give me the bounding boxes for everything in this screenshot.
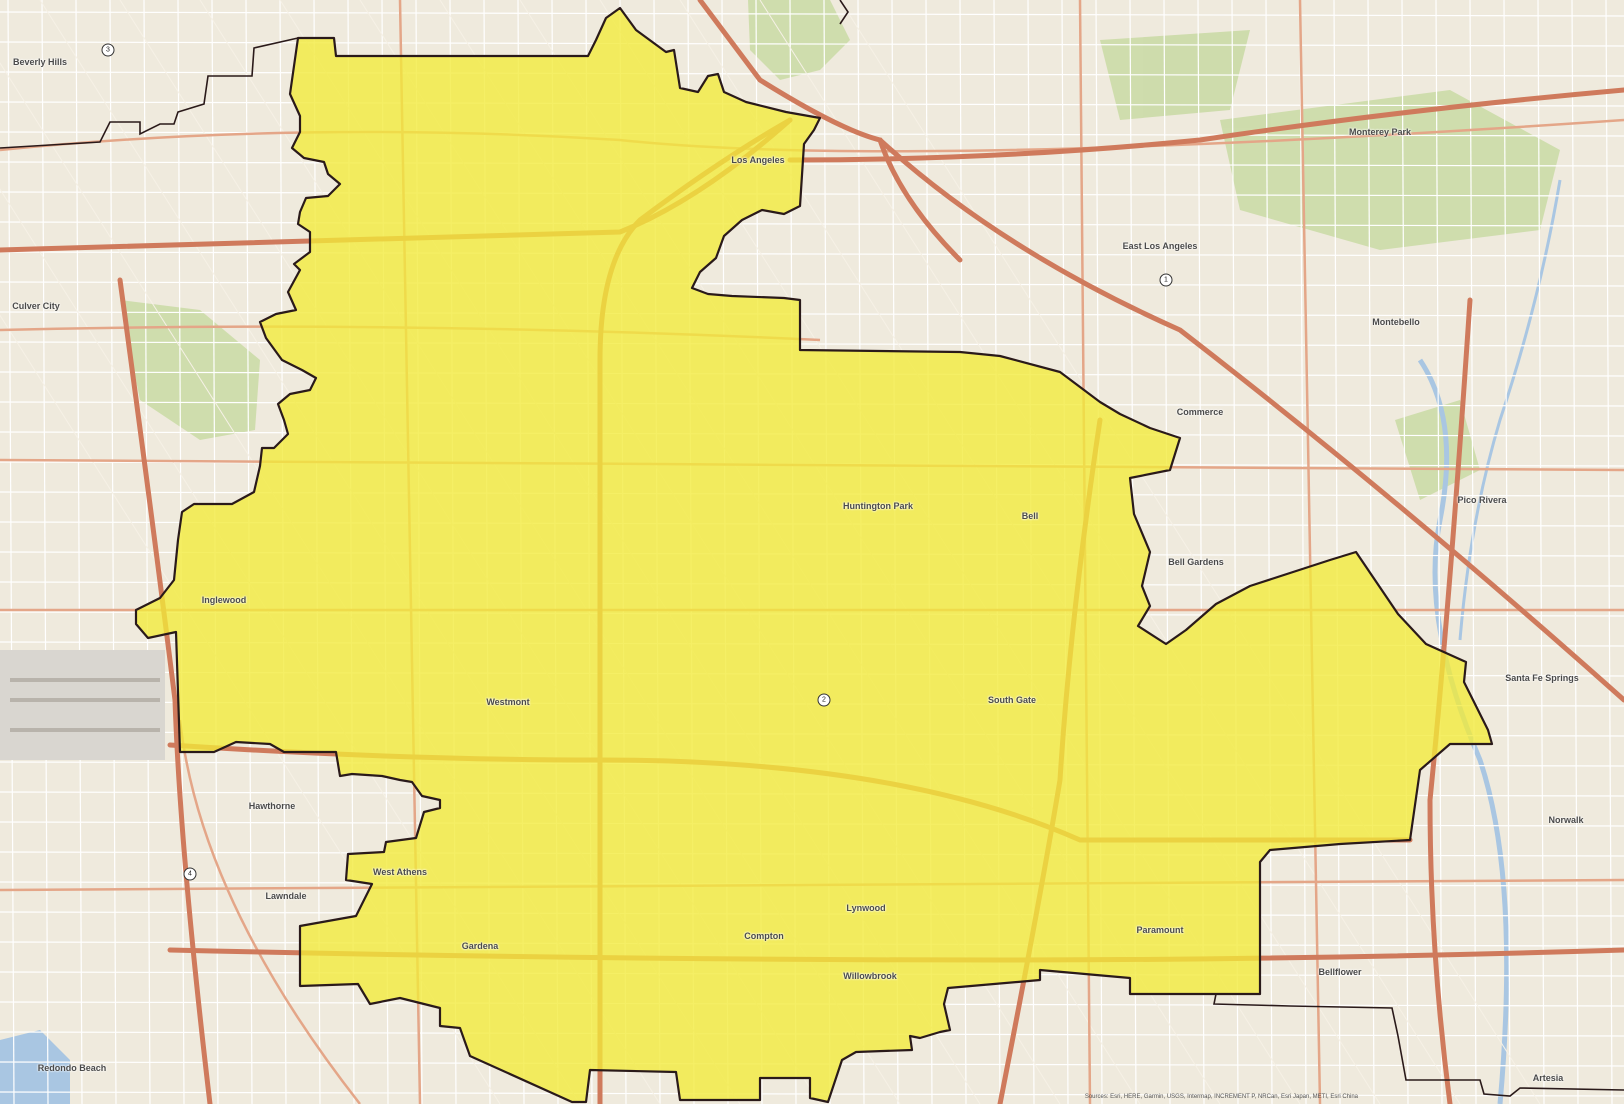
airport-lax — [0, 650, 165, 760]
place-label-huntington-park: Huntington Park — [843, 501, 913, 511]
place-label-pico-rivera: Pico Rivera — [1457, 495, 1507, 505]
freeway-101 — [697, 0, 963, 263]
street-line — [0, 11, 1624, 17]
street-line — [1605, 0, 1613, 1104]
freeway-605 — [1427, 297, 1473, 1104]
place-label-south-gate: South Gate — [987, 695, 1037, 705]
place-label-inglewood: Inglewood — [201, 595, 247, 605]
place-label-redondo-beach: Redondo Beach — [37, 1063, 107, 1073]
place-label-montebello: Montebello — [1372, 317, 1420, 327]
street-line — [0, 221, 1624, 227]
place-label-willowbrook: Willowbrook — [843, 971, 897, 981]
place-label-bell: Bell — [1021, 511, 1039, 521]
diagonal-street — [839, 0, 1541, 1104]
place-label-paramount: Paramount — [1136, 925, 1184, 935]
street-line — [1571, 0, 1579, 1104]
place-label-westmont: Westmont — [486, 697, 530, 707]
place-label-hawthorne: Hawthorne — [248, 801, 296, 811]
place-label-west-athens: West Athens — [372, 867, 428, 877]
district-marker-3[interactable]: 3 — [101, 43, 115, 57]
street-line — [0, 251, 1624, 257]
street-line — [1367, 0, 1375, 1104]
street-line — [1503, 0, 1511, 1104]
street-line — [1469, 0, 1477, 1104]
place-label-east-la: East Los Angeles — [1122, 241, 1198, 251]
street-line — [0, 311, 1624, 317]
boundary-south — [1213, 993, 1624, 1097]
district-marker-2[interactable]: 2 — [817, 693, 831, 707]
street-line — [0, 71, 1624, 77]
district-marker-1[interactable]: 1 — [1159, 273, 1173, 287]
lax-runways-area — [0, 650, 165, 760]
place-label-santa-fe-springs: Santa Fe Springs — [1505, 673, 1579, 683]
place-label-downtown: Los Angeles — [731, 155, 785, 165]
place-label-lawndale: Lawndale — [265, 891, 307, 901]
street-line — [1537, 0, 1545, 1104]
place-label-culver-city: Culver City — [12, 301, 60, 311]
place-label-commerce: Commerce — [1176, 407, 1224, 417]
place-label-bellflower: Bellflower — [1318, 967, 1362, 977]
district-boundary[interactable] — [134, 6, 1494, 1104]
place-label-gardena: Gardena — [461, 941, 499, 951]
freeway-60 — [787, 87, 1624, 163]
street-line — [1435, 0, 1443, 1104]
place-label-norwalk: Norwalk — [1548, 815, 1584, 825]
place-label-lynwood: Lynwood — [846, 903, 886, 913]
freeway-5 — [877, 137, 1624, 703]
street-line — [1299, 0, 1307, 1104]
place-label-bell-gardens: Bell Gardens — [1168, 557, 1224, 567]
place-label-monterey-park: Monterey Park — [1348, 127, 1412, 137]
street-line — [0, 41, 1624, 47]
freeway-405 — [117, 277, 213, 1104]
place-label-beverly-hills: Beverly Hills — [12, 57, 68, 67]
street-line — [1333, 0, 1341, 1104]
park-baldwin-hills — [120, 300, 260, 440]
road-arterial-7 — [1298, 0, 1322, 1104]
place-label-compton: Compton — [744, 931, 784, 941]
street-line — [1265, 0, 1273, 1104]
street-line — [0, 161, 1624, 167]
street-line — [0, 191, 1624, 197]
boundary-north — [839, 0, 849, 25]
district-marker-4[interactable]: 4 — [183, 867, 197, 881]
road-arterial-9 — [178, 719, 361, 1104]
street-line — [0, 281, 1624, 287]
ocean — [0, 1030, 70, 1104]
street-line — [0, 101, 1624, 107]
boundary-northwest — [0, 37, 299, 149]
street-line — [1401, 0, 1409, 1104]
place-label-artesia: Artesia — [1532, 1073, 1564, 1083]
map-attribution: Sources: Esri, HERE, Garmin, USGS, Inter… — [1084, 1094, 1358, 1100]
